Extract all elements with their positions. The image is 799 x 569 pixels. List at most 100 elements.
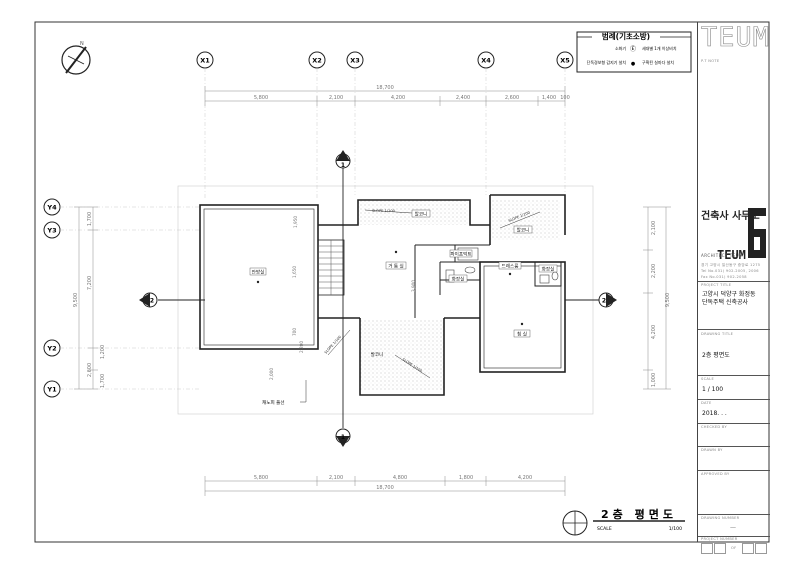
dim-bottom-2: 2,100	[329, 475, 343, 481]
room-bedroom: 침 실	[517, 331, 527, 338]
north-arrow: N	[61, 41, 91, 75]
scale-value: 1 / 100	[702, 386, 724, 393]
drawing-title: 2층 평면도	[702, 352, 730, 359]
section-lines	[158, 168, 604, 428]
dim-top-5: 2,600	[505, 95, 519, 101]
dim-top-1: 5,800	[254, 95, 268, 101]
legend-row2-left: 단독경보형 감지기 설치	[587, 59, 627, 65]
drawn-label: DRAWN BY	[701, 448, 723, 452]
of-label: OF	[731, 546, 737, 550]
drawing-number-label: DRAWING NUMBER	[701, 516, 740, 520]
dim-right-1: 2,100	[651, 221, 657, 235]
room-pipe-duct: 파이프덕트	[450, 251, 471, 258]
dim-left-3: 1,200	[100, 345, 106, 359]
dim-top-total: 18,700	[376, 85, 394, 91]
axis-y3: Y3	[46, 227, 56, 235]
section-marker-1-top: 1	[341, 162, 345, 169]
sheet-border	[34, 21, 770, 543]
axis-x3: X3	[350, 57, 360, 65]
dim-bottom-5: 4,200	[518, 475, 532, 481]
dim-left-total: 9,500	[73, 293, 79, 307]
title-logo: TEUM	[701, 22, 771, 54]
room-balcony-1: 발코니	[415, 211, 428, 218]
inner-dim-2: 1,650	[292, 266, 297, 278]
dimensions-top: 18,700 5,800 2,100 4,200 2,400 2,600 1,4…	[204, 85, 570, 106]
drawing-number: —	[730, 524, 736, 531]
legend-row2-right: 구획된 실마다 설치	[642, 59, 674, 65]
dim-top-6: 1,400	[542, 95, 556, 101]
dim-right-3: 4,200	[651, 325, 657, 339]
canopy-label: 캐노피 플선	[262, 399, 285, 406]
inner-dim-5: 2,200	[299, 341, 304, 353]
dim-right-total: 9,500	[665, 293, 671, 307]
dim-left-4: 2,600	[87, 363, 93, 377]
inner-dim-1: 1,950	[293, 216, 298, 228]
section-marker-2-left: 2	[150, 298, 154, 305]
extinguisher-icon: Ⓔ	[630, 45, 636, 53]
firm-fax: Fax No.031) 902-2058	[701, 275, 747, 279]
firm-tel: Tel No.031) 902-2005, 2006	[701, 269, 759, 273]
inner-dim-4: 3,900	[411, 280, 416, 292]
project-line-1: 고양시 덕양구 화정동	[702, 291, 756, 298]
dimensions-right: 2,100 2,200 9,500 4,200 1,000	[643, 206, 671, 390]
axis-x4: X4	[481, 57, 491, 65]
axis-y1: Y1	[46, 386, 57, 394]
project-number-label: PROJECT NUMBER	[701, 537, 738, 541]
axis-x2: X2	[312, 57, 322, 65]
axis-x5: X5	[560, 57, 570, 65]
dim-top-3: 4,200	[391, 95, 405, 101]
dimensions-bottom: 5,800 2,100 4,800 1,800 4,200 18,700	[204, 475, 566, 496]
dim-left-5: 1,700	[100, 374, 106, 388]
firm-teum: TEUM	[717, 248, 746, 262]
room-balcony-3: 발코니	[371, 351, 384, 358]
date-label: DATE	[701, 401, 712, 405]
project-number-box-3	[742, 543, 754, 554]
approved-label: APPROVED BY	[701, 472, 730, 476]
legend-row1-right: 세대별 1개 이상비치	[642, 45, 677, 51]
stair-treads	[318, 240, 344, 295]
legend-box: 범례(기초소방) 소화기 Ⓔ 세대별 1개 이상비치 단독경보형 감지기 설치 …	[576, 31, 692, 73]
dim-right-2: 2,200	[651, 264, 657, 278]
inner-dim-6: 2,000	[269, 368, 274, 380]
slope-label-1: SLOPE 1/100	[372, 209, 396, 213]
walls	[199, 194, 566, 396]
room-balcony-2: 발코니	[517, 227, 530, 234]
dim-bottom-total: 18,700	[376, 485, 394, 491]
dim-left-1: 1,700	[87, 212, 93, 226]
room-bath-2: 화장실	[542, 266, 555, 273]
plan-scale-value: 1/100	[669, 526, 682, 532]
axis-x1: X1	[200, 57, 210, 65]
legend-title: 범례(기초소방)	[602, 31, 650, 41]
scale-label: SCALE	[701, 377, 715, 381]
project-line-2: 단독주택 신축공사	[702, 299, 749, 306]
dim-bottom-4: 1,800	[459, 475, 473, 481]
dim-bottom-3: 4,800	[393, 475, 407, 481]
project-note-label: P.T NOTE	[701, 59, 720, 63]
checked-label: CHECKED BY	[701, 425, 727, 429]
slope-label-3: SLOPE 1/100	[324, 334, 343, 354]
project-number-box-2	[714, 543, 726, 554]
canopy-annotation: 캐노피 플선	[262, 380, 307, 406]
dimensions-left: 9,500 1,700 7,200 1,200 2,600 1,700	[73, 206, 106, 390]
grid-lines	[60, 68, 566, 390]
plan-title: 2층 평면도	[601, 507, 677, 521]
plan-scale-label: SCALE	[597, 526, 612, 532]
section-marker-2-right: 2	[602, 298, 606, 305]
project-number-box-1	[701, 543, 713, 554]
legend-row1-left: 소화기	[615, 45, 626, 51]
section-markers: 1 1 2 2	[139, 150, 617, 447]
balcony-hatches	[358, 200, 560, 390]
room-labels: 안방실 거 통 실 침 실 드레스룸 화장실 화장실 파이프덕트 발코니 발코니…	[249, 209, 558, 358]
dim-top-4: 2,400	[456, 95, 470, 101]
room-dressroom: 드레스룸	[502, 263, 519, 270]
room-master-bedroom: 안방실	[252, 269, 265, 276]
title-block: TEUM P.T NOTE 건축사 사무소 TEUM ARCHITECT TEU…	[697, 22, 771, 554]
firm-address: 경기 고양시 일산동구 중앙로 1275	[701, 263, 761, 267]
firm-name: 건축사 사무소	[701, 211, 760, 222]
axis-y4: Y4	[46, 204, 57, 212]
dim-left-2: 7,200	[87, 276, 93, 290]
room-bath-1: 화장실	[452, 276, 465, 283]
dim-bottom-1: 5,800	[254, 475, 268, 481]
